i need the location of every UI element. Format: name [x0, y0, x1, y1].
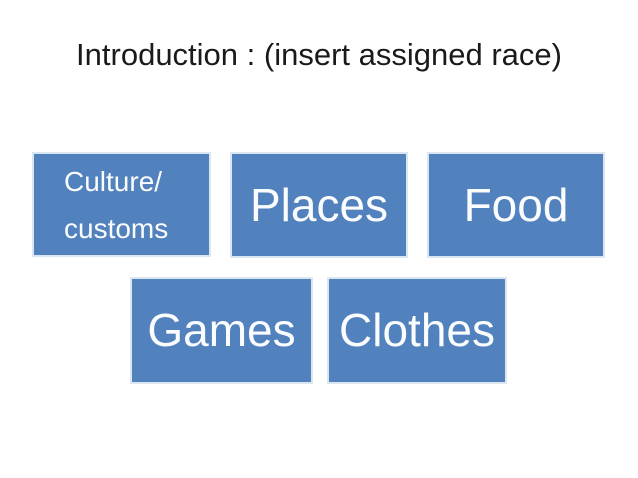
shape-label: Culture/ customs	[64, 158, 168, 252]
shape-box-food: Food	[427, 152, 605, 258]
shape-box-games: Games	[130, 277, 313, 384]
shape-label-line1: Culture/	[64, 165, 163, 197]
shape-label: Clothes	[339, 304, 495, 357]
shape-box-places: Places	[230, 152, 408, 258]
shape-label-line2: customs	[64, 212, 169, 244]
slide-title: Introduction : (insert assigned race)	[76, 37, 562, 72]
shape-label: Food	[463, 178, 569, 231]
shape-box-culture-customs: Culture/ customs	[32, 152, 211, 257]
shape-box-clothes: Clothes	[327, 277, 507, 384]
shape-label: Games	[147, 304, 296, 357]
shape-label: Places	[249, 178, 389, 231]
